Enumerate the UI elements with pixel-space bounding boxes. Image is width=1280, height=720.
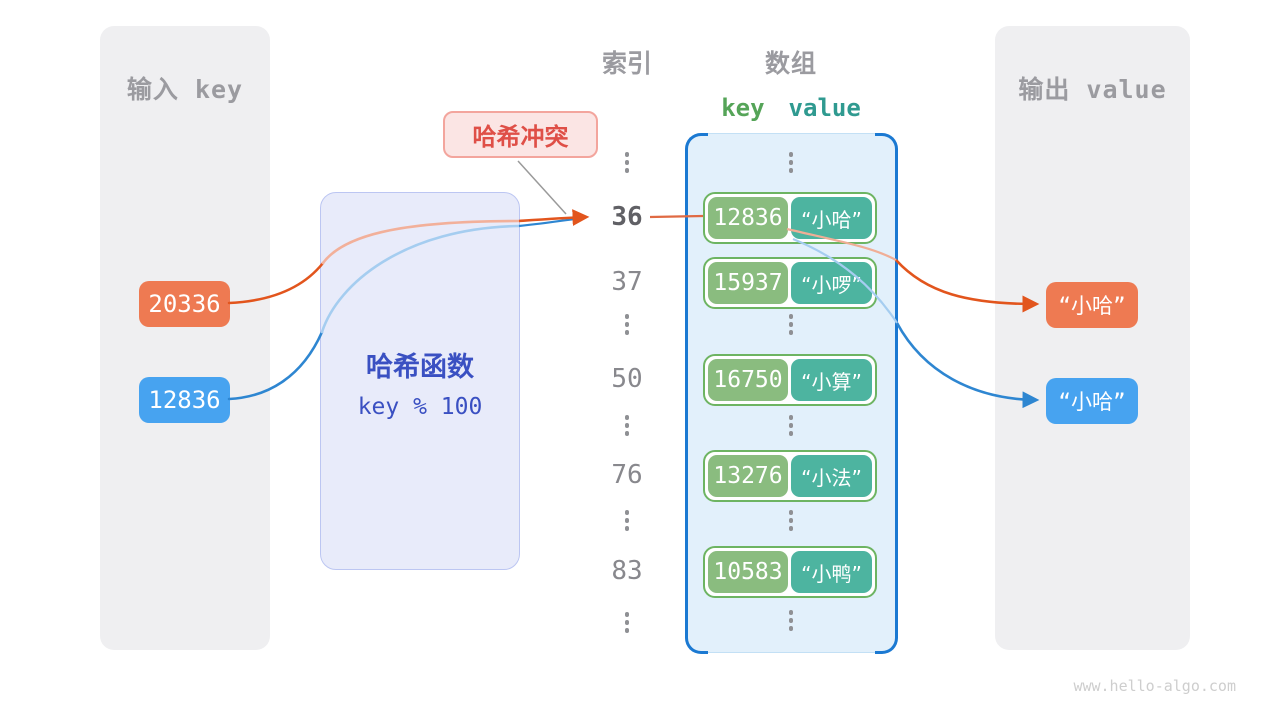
key-cell: 10583 <box>708 551 788 593</box>
hash-function-formula: key % 100 <box>357 394 483 420</box>
array-row: 12836 “小哈” <box>703 192 877 244</box>
array-right-bracket <box>874 132 898 654</box>
array-left-bracket <box>684 132 708 654</box>
key-cell: 15937 <box>708 262 788 304</box>
input-key-box-2: 12836 <box>139 377 230 423</box>
index-item-83: 83 <box>611 556 643 586</box>
array-row: 15937 “小啰” <box>703 257 877 309</box>
ellipsis-icon <box>592 415 662 436</box>
blue-arrow-to-index-36 <box>518 216 583 228</box>
watermark: www.hello-algo.com <box>1073 677 1236 695</box>
array-title: 数组 <box>764 49 817 78</box>
value-cell: “小法” <box>791 455 872 497</box>
orange-arrow-to-index-36 <box>518 209 590 227</box>
key-cell: 12836 <box>708 197 788 239</box>
ellipsis-icon <box>756 152 826 173</box>
array-kv-header: key value <box>685 94 897 122</box>
ellipsis-icon <box>756 415 826 436</box>
output-value-box-1: “小哈” <box>1046 282 1138 328</box>
array-row: 10583 “小鸭” <box>703 546 877 598</box>
index-item-50: 50 <box>611 364 643 394</box>
ellipsis-icon <box>756 610 826 631</box>
index-item-36: 36 <box>611 202 643 232</box>
hash-function-title: 哈希函数 <box>366 352 474 383</box>
hash-function-box: 哈希函数 key % 100 <box>320 192 520 570</box>
value-cell: “小哈” <box>791 197 872 239</box>
input-panel-title: 输入 key <box>126 75 244 104</box>
value-cell: “小算” <box>791 359 872 401</box>
key-cell: 13276 <box>708 455 788 497</box>
ellipsis-icon <box>592 314 662 335</box>
ellipsis-icon <box>592 612 662 633</box>
ellipsis-icon <box>756 314 826 335</box>
value-cell: “小啰” <box>791 262 872 304</box>
index-column-title: 索引 <box>601 49 652 78</box>
index-item-76: 76 <box>611 460 643 490</box>
ellipsis-icon <box>592 152 662 173</box>
array-row: 16750 “小算” <box>703 354 877 406</box>
index-item-37: 37 <box>611 267 643 297</box>
output-value-box-2: “小哈” <box>1046 378 1138 424</box>
array-value-header: value <box>788 94 861 122</box>
ellipsis-icon <box>592 510 662 531</box>
input-panel: 输入 key <box>100 26 270 650</box>
output-panel: 输出 value <box>995 26 1190 650</box>
output-panel-title: 输出 value <box>1018 75 1167 104</box>
array-key-header: key <box>721 94 765 122</box>
ellipsis-icon <box>756 510 826 531</box>
hash-collision-badge: 哈希冲突 <box>443 111 598 158</box>
key-cell: 16750 <box>708 359 788 401</box>
value-cell: “小鸭” <box>791 551 872 593</box>
input-key-box-1: 20336 <box>139 281 230 327</box>
collision-callout-line <box>517 160 567 215</box>
array-row: 13276 “小法” <box>703 450 877 502</box>
